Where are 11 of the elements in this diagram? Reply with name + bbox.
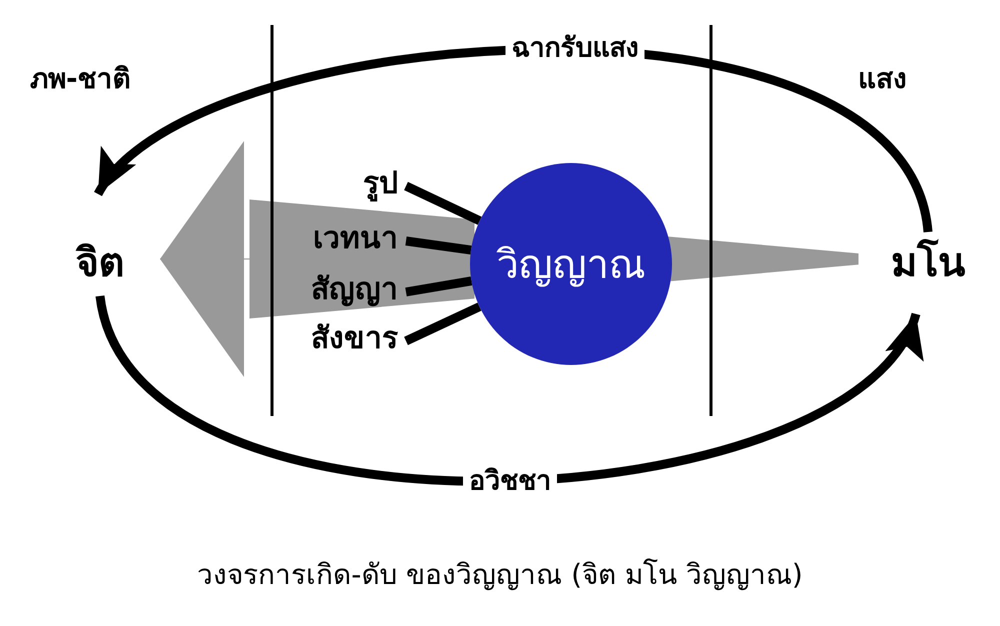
connector-line — [404, 182, 482, 225]
connector-line — [405, 236, 472, 255]
aggregate-label: เวทนา — [280, 215, 398, 259]
diagram-caption: วงจรการเกิด-ดับ ของวิญญาณ (จิต มโน วิญญาณ) — [197, 557, 803, 593]
connector-line — [405, 276, 472, 296]
region-label: แสง — [858, 61, 907, 97]
wide-arrow — [668, 236, 858, 282]
node-label: มโน — [878, 232, 978, 292]
aggregate-label: รูป — [318, 162, 398, 202]
region-label: ภพ-ชาติ — [30, 61, 131, 97]
node-label: จิต — [58, 232, 142, 292]
